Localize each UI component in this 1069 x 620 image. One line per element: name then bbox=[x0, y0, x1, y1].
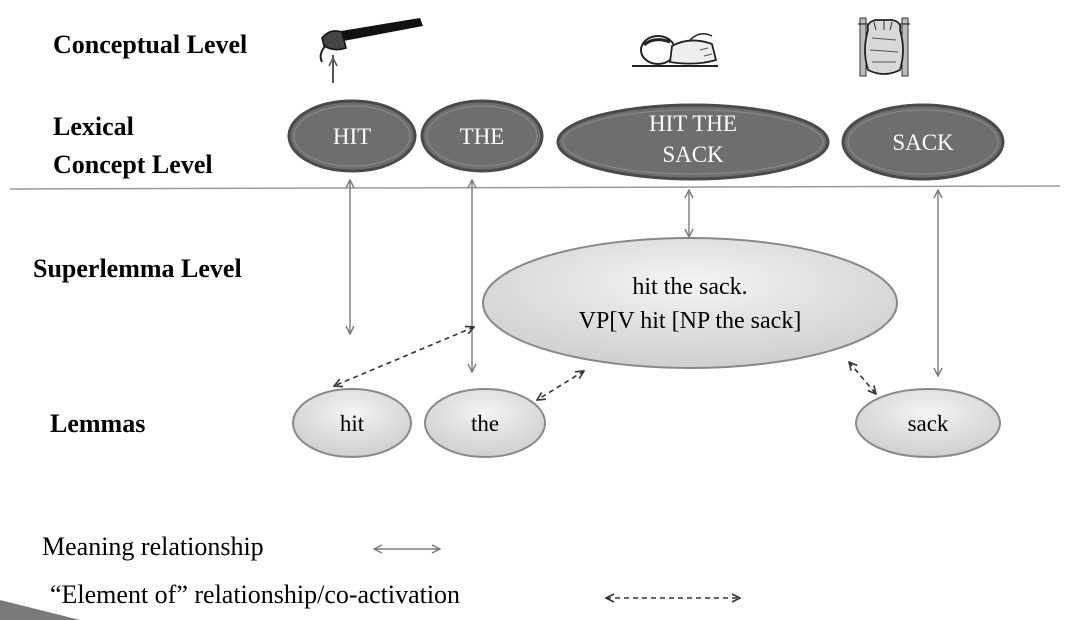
level-divider bbox=[9, 185, 1061, 190]
lemma-sack: sack bbox=[855, 388, 1001, 458]
element-of-arrow-hit bbox=[334, 327, 474, 386]
lexical-concept-sack-label: SACK bbox=[892, 130, 954, 155]
lexical-concept-the: THE bbox=[420, 99, 544, 173]
lexical-concept-level-label-line2: Concept Level bbox=[53, 150, 213, 179]
element-of-arrow-sack bbox=[849, 362, 876, 394]
lemma-the: the bbox=[424, 388, 546, 458]
lemma-hit: hit bbox=[292, 388, 412, 458]
corner-decoration bbox=[0, 600, 80, 620]
lexical-concept-level-label-line1: Lexical bbox=[53, 112, 134, 141]
sack-icon bbox=[858, 17, 910, 77]
legend-meaning-label: Meaning relationship bbox=[42, 532, 264, 561]
lexical-concept-the-label: THE bbox=[460, 124, 505, 149]
lemma-hit-label: hit bbox=[340, 411, 365, 436]
lexical-concept-hit-label: HIT bbox=[333, 124, 371, 149]
lexical-concept-hit-the-sack-line2: SACK bbox=[662, 142, 724, 167]
lemma-the-label: the bbox=[471, 411, 499, 436]
lexical-concept-hit: HIT bbox=[287, 99, 417, 173]
legend-element-of-label: “Element of” relationship/co-activation bbox=[50, 580, 461, 609]
conceptual-level-label: Conceptual Level bbox=[53, 30, 248, 59]
superlemma-node: hit the sack. VP[V hit [NP the sack] bbox=[482, 237, 898, 369]
superlemma-line2: VP[V hit [NP the sack] bbox=[579, 308, 802, 334]
sleeping-child-icon bbox=[632, 33, 718, 67]
lexical-concept-sack: SACK bbox=[841, 103, 1005, 181]
lemma-sack-label: sack bbox=[908, 411, 949, 436]
superlemma-line1: hit the sack. bbox=[632, 274, 747, 300]
lexical-concept-hit-the-sack-line1: HIT THE bbox=[649, 111, 737, 136]
lemmas-level-label: Lemmas bbox=[50, 409, 146, 438]
superlemma-level-label: Superlemma Level bbox=[33, 254, 242, 283]
hammer-icon bbox=[319, 18, 423, 83]
lexical-concept-hit-the-sack: HIT THE SACK bbox=[556, 103, 830, 181]
element-of-arrow-the bbox=[537, 371, 584, 400]
